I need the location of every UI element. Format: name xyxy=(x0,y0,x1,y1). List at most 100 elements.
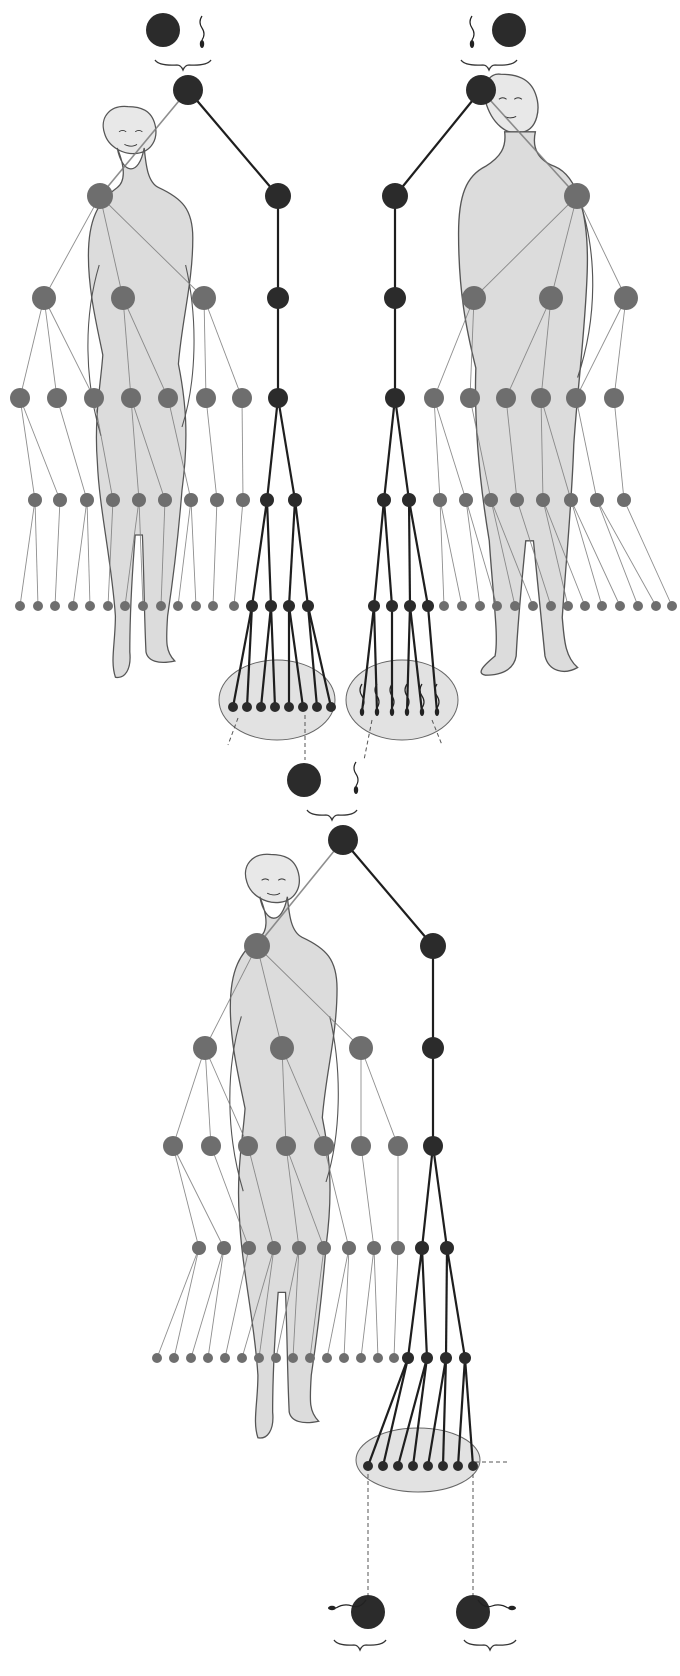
germ-cell-node xyxy=(453,1461,463,1471)
germ-cell-node xyxy=(377,493,391,507)
germ-cell-node xyxy=(386,600,398,612)
germ-cell-node xyxy=(265,183,291,209)
sperm-head-icon xyxy=(375,708,379,716)
somatic-cell-node xyxy=(186,1353,196,1363)
somatic-cell-node xyxy=(388,1136,408,1156)
germ-cell-node xyxy=(302,600,314,612)
hair-outline xyxy=(103,106,156,153)
somatic-cell-node xyxy=(564,493,578,507)
somatic-cell-node xyxy=(163,1136,183,1156)
somatic-edge xyxy=(205,1048,211,1146)
somatic-edge xyxy=(20,298,44,398)
germ-cell-node xyxy=(228,702,238,712)
somatic-cell-node xyxy=(193,1036,217,1060)
somatic-cell-node xyxy=(492,601,502,611)
sperm-head-icon xyxy=(390,708,394,716)
somatic-edge xyxy=(20,398,35,500)
somatic-edge xyxy=(173,1048,205,1146)
somatic-edge xyxy=(225,1248,249,1358)
somatic-cell-node xyxy=(121,388,141,408)
somatic-cell-node xyxy=(85,601,95,611)
somatic-cell-node xyxy=(322,1353,332,1363)
somatic-cell-node xyxy=(424,388,444,408)
somatic-edge xyxy=(87,500,90,606)
germ-cell-node xyxy=(312,702,322,712)
somatic-cell-node xyxy=(292,1241,306,1255)
somatic-cell-node xyxy=(217,1241,231,1255)
somatic-cell-node xyxy=(106,493,120,507)
somatic-edge xyxy=(208,1248,224,1358)
germ-cell-node xyxy=(283,600,295,612)
somatic-cell-node xyxy=(132,493,146,507)
somatic-cell-node xyxy=(68,601,78,611)
germ-cell-node xyxy=(270,702,280,712)
somatic-cell-node xyxy=(15,601,25,611)
somatic-cell-node xyxy=(580,601,590,611)
somatic-cell-node xyxy=(389,1353,399,1363)
germ-cell-node xyxy=(288,493,302,507)
female-body-outline xyxy=(88,148,192,677)
germ-cell-node xyxy=(284,702,294,712)
germ-cell-node xyxy=(440,1352,452,1364)
egg-cell-icon xyxy=(492,13,526,47)
somatic-edge xyxy=(173,1146,199,1248)
somatic-cell-node xyxy=(229,601,239,611)
somatic-cell-node xyxy=(53,493,67,507)
male-figure xyxy=(459,74,593,675)
brace-icon xyxy=(464,1640,516,1650)
sperm-head-icon xyxy=(420,708,424,716)
somatic-cell-node xyxy=(460,388,480,408)
egg-cell-icon xyxy=(456,1595,490,1629)
somatic-cell-node xyxy=(531,388,551,408)
germ-cell-node xyxy=(402,493,416,507)
somatic-cell-node xyxy=(120,601,130,611)
somatic-cell-node xyxy=(80,493,94,507)
germ-line-edge xyxy=(374,500,384,606)
sperm-head-icon xyxy=(405,708,409,716)
germ-cell-node xyxy=(415,1241,429,1255)
germ-cell-node xyxy=(246,600,258,612)
somatic-cell-node xyxy=(84,388,104,408)
germ-cell-node xyxy=(268,388,288,408)
somatic-cell-node xyxy=(267,1241,281,1255)
brace-icon xyxy=(334,1640,386,1650)
germ-line-edge xyxy=(447,1248,465,1358)
somatic-edge xyxy=(614,398,624,500)
germ-line-edge xyxy=(267,398,278,500)
somatic-edge xyxy=(614,298,626,398)
somatic-edge xyxy=(361,1146,374,1248)
somatic-edge xyxy=(55,500,60,606)
germ-line-edge xyxy=(409,500,428,606)
germ-cell-node xyxy=(408,1461,418,1471)
gamete-pool xyxy=(219,660,335,740)
somatic-cell-node xyxy=(391,1241,405,1255)
somatic-cell-node xyxy=(158,493,172,507)
somatic-cell-node xyxy=(633,601,643,611)
somatic-cell-node xyxy=(536,493,550,507)
sperm-head-icon xyxy=(435,708,439,716)
somatic-cell-node xyxy=(236,493,250,507)
somatic-cell-node xyxy=(184,493,198,507)
somatic-cell-node xyxy=(10,388,30,408)
somatic-cell-node xyxy=(254,1353,264,1363)
somatic-cell-node xyxy=(238,1136,258,1156)
germ-cell-node xyxy=(326,702,336,712)
somatic-edge xyxy=(204,298,206,398)
somatic-edge xyxy=(20,500,35,606)
somatic-cell-node xyxy=(314,1136,334,1156)
somatic-cell-node xyxy=(373,1353,383,1363)
somatic-edge xyxy=(191,1248,224,1358)
somatic-edge xyxy=(20,398,60,500)
somatic-cell-node xyxy=(459,493,473,507)
somatic-cell-node xyxy=(510,601,520,611)
somatic-edge xyxy=(44,298,57,398)
germ-cell-node xyxy=(423,1461,433,1471)
somatic-cell-node xyxy=(271,1353,281,1363)
somatic-cell-node xyxy=(138,601,148,611)
germ-cell-node xyxy=(422,600,434,612)
somatic-cell-node xyxy=(47,388,67,408)
germ-cell-node xyxy=(422,1037,444,1059)
somatic-cell-node xyxy=(111,286,135,310)
germ-line-edge xyxy=(395,398,409,500)
somatic-edge xyxy=(35,500,38,606)
